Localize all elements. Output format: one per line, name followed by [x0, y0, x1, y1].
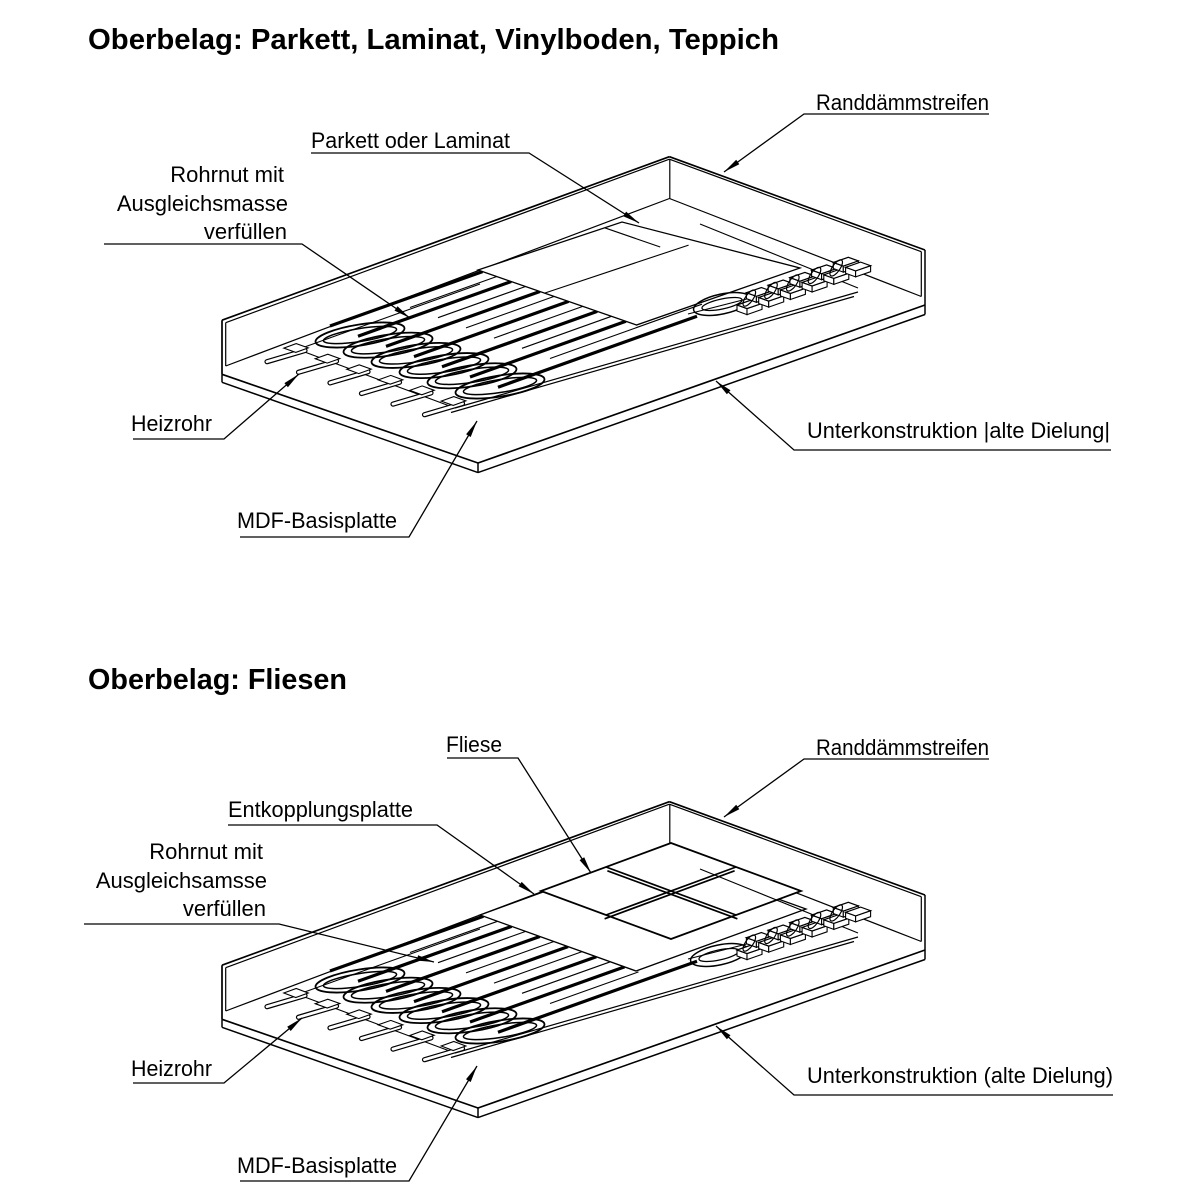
svg-text:Parkett oder Laminat: Parkett oder Laminat — [311, 128, 510, 153]
svg-text:verfüllen: verfüllen — [183, 896, 266, 921]
svg-text:Heizrohr: Heizrohr — [131, 411, 212, 436]
svg-text:Unterkonstruktion |alte Dielun: Unterkonstruktion |alte Dielung| — [807, 418, 1110, 443]
svg-text:Oberbelag: Parkett, Laminat, V: Oberbelag: Parkett, Laminat, Vinylboden,… — [88, 24, 779, 56]
svg-text:Ausgleichsamsse: Ausgleichsamsse — [96, 868, 267, 893]
svg-text:Ausgleichsmasse: Ausgleichsmasse — [117, 191, 288, 216]
svg-text:Oberbelag: Fliesen: Oberbelag: Fliesen — [88, 664, 347, 696]
svg-text:Entkopplungsplatte: Entkopplungsplatte — [228, 797, 413, 822]
svg-text:Fliese: Fliese — [446, 732, 502, 757]
svg-text:Unterkonstruktion (alte Dielun: Unterkonstruktion (alte Dielung) — [807, 1063, 1113, 1088]
svg-text:Heizrohr: Heizrohr — [131, 1056, 212, 1081]
svg-text:verfüllen: verfüllen — [204, 219, 287, 244]
svg-text:Randdämmstreifen: Randdämmstreifen — [816, 735, 989, 760]
svg-text:Rohrnut mit: Rohrnut mit — [149, 839, 263, 864]
svg-text:MDF-Basisplatte: MDF-Basisplatte — [237, 508, 397, 533]
svg-text:MDF-Basisplatte: MDF-Basisplatte — [237, 1153, 397, 1178]
svg-text:Rohrnut mit: Rohrnut mit — [170, 162, 284, 187]
svg-text:Randdämmstreifen: Randdämmstreifen — [816, 90, 989, 115]
